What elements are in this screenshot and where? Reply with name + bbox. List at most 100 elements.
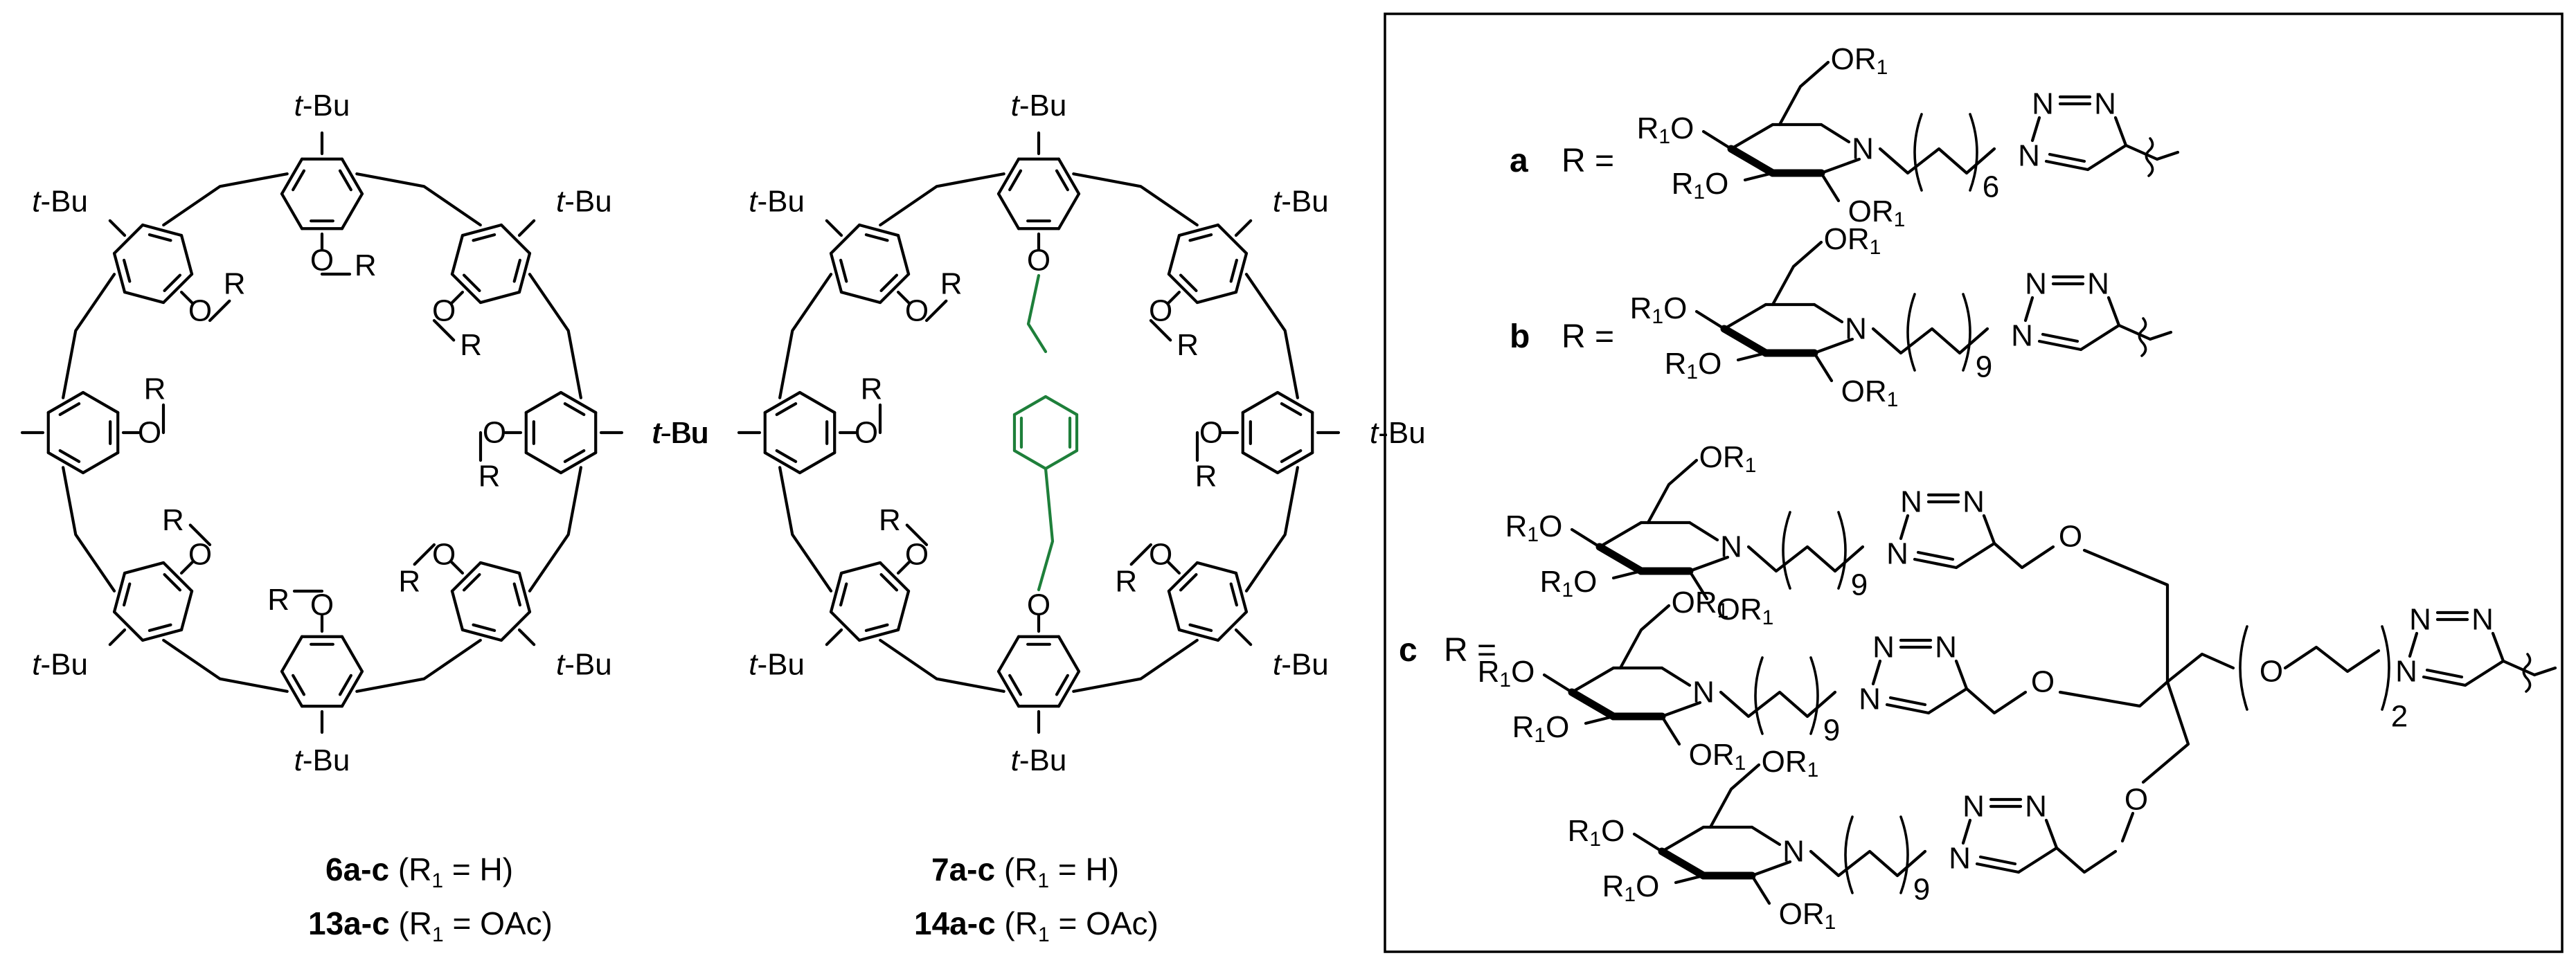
wedge-bond <box>1568 688 1618 721</box>
repeat-count: 9 <box>1913 873 1930 907</box>
ring-double-bond <box>864 233 889 242</box>
svg-text:13a-c (R1 = OAc): 13a-c (R1 = OAc) <box>308 905 553 946</box>
nitrogen-label: N <box>2087 267 2109 301</box>
methylene-bridge <box>355 172 482 227</box>
ring-bond <box>499 223 532 255</box>
methylene-bridge <box>62 273 116 399</box>
bridge-ring-bond <box>1044 395 1079 417</box>
ring-double-bond <box>58 402 81 417</box>
ring-double-bond <box>123 582 132 607</box>
ring-bond <box>763 390 802 415</box>
nitrogen-label: N <box>1949 842 1971 876</box>
ring-double-bond <box>1179 572 1198 592</box>
nitrogen-label: N <box>1845 312 1867 346</box>
bridge-ring-bond <box>1012 395 1048 417</box>
nitrogen-label: N <box>1872 631 1895 665</box>
repeat-bracket <box>1913 113 1923 192</box>
ring-bond <box>1167 233 1181 276</box>
bond-line <box>1660 701 1702 719</box>
ring-double-bond <box>1179 273 1198 293</box>
bond-line <box>1750 874 1771 905</box>
ring-bond <box>280 669 304 708</box>
repeat-count: 6 <box>1983 170 1999 204</box>
bond-line <box>1688 569 1709 601</box>
r1o-label: R1O <box>1672 167 1729 204</box>
bridge-bond <box>1037 467 1055 592</box>
compound-6-caption: 6a-c (R1 = H) 13a-c (R1 = OAc) <box>308 851 553 946</box>
ring-bond <box>1241 390 1280 415</box>
methylene-bond <box>924 299 948 323</box>
ring-double-bond <box>147 623 172 632</box>
ring-double-bond <box>563 449 586 463</box>
ring-double-bond <box>864 623 889 632</box>
methylene-bridge <box>1072 172 1199 227</box>
caption-13-id: 13a-c <box>308 905 390 941</box>
benzene-ring <box>1241 390 1314 475</box>
bond-line <box>1982 514 1996 545</box>
repeat-bracket <box>1969 113 1978 192</box>
nitrogen-label: N <box>1935 631 1957 665</box>
bond-line <box>1736 351 1768 362</box>
or1-label: OR1 <box>1672 586 1729 622</box>
bond-line <box>1954 541 1996 570</box>
or1-label: OR1 <box>1689 738 1746 775</box>
svg-text:R =: R = <box>1444 632 1496 669</box>
oxygen-label: O <box>905 293 929 327</box>
ring-bond <box>559 390 598 415</box>
oxygen-label: O <box>2059 520 2082 554</box>
ring-bond <box>1216 610 1249 642</box>
methylene-bond <box>413 543 436 566</box>
ring-bond <box>1216 223 1249 255</box>
r-substituent-label: R <box>861 372 883 406</box>
repeat-bracket <box>2381 625 2390 711</box>
ring-bond <box>123 290 166 305</box>
bond-line <box>2491 631 2505 663</box>
bond-line <box>2117 323 2152 341</box>
or1-label: OR1 <box>1841 374 1899 411</box>
r1o-label: R1O <box>1568 814 1625 851</box>
wavy-attachment <box>2145 137 2154 177</box>
ring-double-bond <box>147 233 172 242</box>
bond-line <box>1570 527 1602 549</box>
ring-bond <box>517 571 532 614</box>
linker-bond <box>2058 680 2170 708</box>
r-substituent-label: R <box>1177 328 1199 362</box>
ring-bond <box>112 251 127 294</box>
ring-bond <box>1167 589 1181 632</box>
ring-bond <box>1276 451 1314 475</box>
ring-bond <box>524 451 563 475</box>
ring-double-bond <box>1188 233 1213 242</box>
ring-bond <box>499 610 532 642</box>
ring-double-bond <box>163 572 182 592</box>
hydroxymethyl-bond <box>1778 60 1830 127</box>
methylene-bond <box>1129 543 1153 566</box>
repeat-bracket <box>1962 293 1971 372</box>
ring-double-bond <box>839 258 848 283</box>
linker-bond <box>2120 811 2135 843</box>
oxygen-label: O <box>2031 665 2055 699</box>
ring-bond <box>1167 561 1199 593</box>
bond-line <box>1750 825 1782 847</box>
bond-line <box>1812 351 1834 383</box>
ring-bond <box>112 223 145 255</box>
bond-line <box>1812 337 1854 355</box>
or1-label: OR1 <box>1779 897 1836 934</box>
oxygen-label: O <box>138 416 161 450</box>
r-substituent-label: R <box>267 583 289 617</box>
ring-bond <box>81 390 120 415</box>
repeat-bracket <box>1906 293 1916 372</box>
bond-line <box>1743 171 1775 182</box>
ring-bond <box>478 290 521 305</box>
ring-double-bond <box>512 258 521 283</box>
or1-label: OR1 <box>1824 222 1881 259</box>
ring-bond <box>829 610 861 642</box>
ring-double-bond <box>163 273 182 293</box>
ring-bond <box>1057 635 1081 674</box>
bond-line <box>1819 157 1861 175</box>
tbu-bond <box>1234 628 1253 647</box>
ring-bond <box>896 233 911 276</box>
wedge-bond <box>1595 543 1645 575</box>
ring-bond <box>996 192 1021 231</box>
